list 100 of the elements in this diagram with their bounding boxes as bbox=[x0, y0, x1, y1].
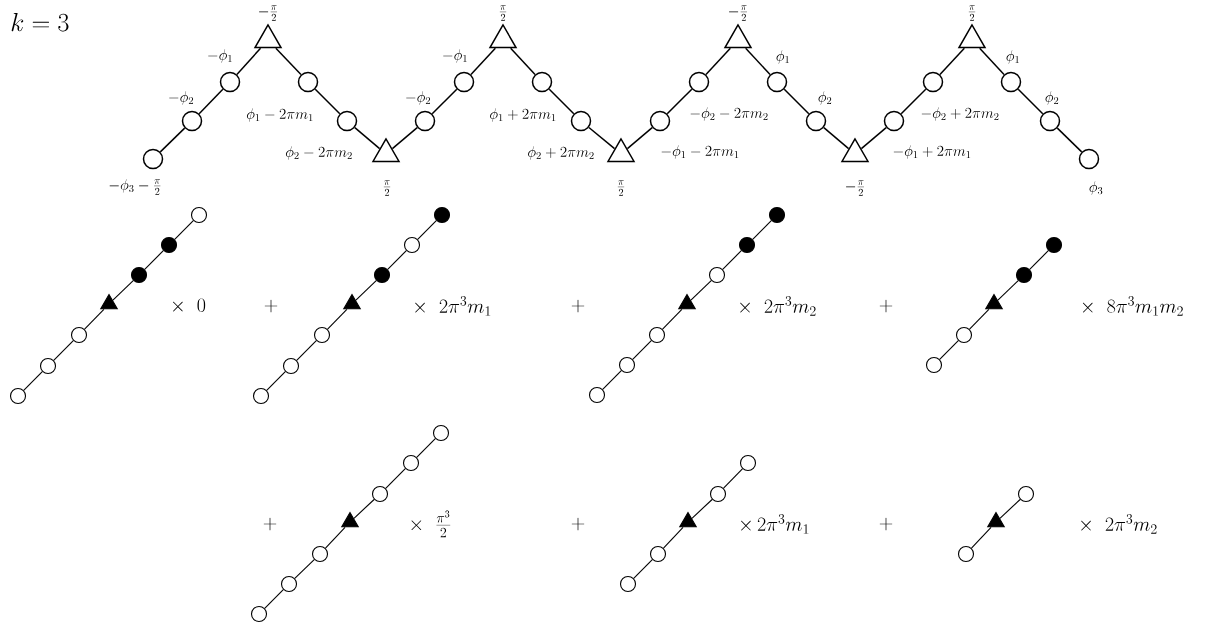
node-label: $-\phi_1+2\pi m_1$ bbox=[893, 145, 971, 159]
factor-label: $\times\;\; \frac{\pi^3}{2}$ bbox=[411, 510, 451, 538]
circle-marker bbox=[1000, 71, 1022, 93]
node-label: $\frac{\pi}{2}$ bbox=[968, 5, 976, 21]
connecting-line bbox=[662, 308, 683, 330]
node-label: $-\phi_1$ bbox=[208, 49, 232, 63]
circle-marker bbox=[282, 357, 300, 375]
connecting-line bbox=[752, 220, 772, 240]
connecting-line bbox=[1029, 250, 1049, 270]
node-label: $\frac{\pi}{2}$ bbox=[617, 180, 625, 196]
node-label: $\frac{\pi}{2}$ bbox=[499, 5, 507, 21]
connecting-line bbox=[823, 126, 850, 150]
plus-sign: $+$ bbox=[264, 299, 278, 313]
connecting-line bbox=[84, 308, 105, 330]
connecting-line bbox=[690, 280, 712, 301]
connecting-line bbox=[705, 47, 732, 76]
circle-marker bbox=[925, 356, 943, 374]
circle-marker bbox=[39, 357, 57, 375]
circle-marker bbox=[955, 326, 973, 344]
plus-sign: $+$ bbox=[879, 299, 893, 313]
circle-marker bbox=[250, 605, 268, 623]
circle-marker bbox=[252, 387, 270, 405]
circle-marker bbox=[766, 71, 788, 93]
circle-marker bbox=[181, 110, 203, 132]
circle-marker bbox=[297, 71, 319, 93]
circle-marker bbox=[313, 326, 331, 344]
circle-marker bbox=[142, 148, 164, 170]
connecting-line bbox=[387, 250, 407, 270]
connecting-line bbox=[722, 250, 742, 270]
connecting-line bbox=[1056, 127, 1083, 153]
connecting-line bbox=[691, 498, 713, 519]
connecting-line bbox=[632, 340, 652, 360]
connecting-line bbox=[159, 127, 186, 153]
plus-sign: $+$ bbox=[263, 517, 277, 531]
circle-marker bbox=[336, 110, 358, 132]
connecting-line bbox=[355, 280, 377, 301]
filled-dot bbox=[1015, 266, 1033, 284]
connecting-line bbox=[744, 47, 771, 76]
circle-marker bbox=[708, 266, 726, 284]
filled-dot bbox=[373, 266, 391, 284]
factor-label: $\times\, 2\pi^3 m_1$ bbox=[741, 514, 809, 534]
filled-dot bbox=[768, 206, 786, 224]
connecting-line bbox=[431, 88, 458, 115]
plus-sign: $+$ bbox=[879, 517, 893, 531]
connecting-line bbox=[112, 280, 134, 301]
connecting-line bbox=[969, 308, 990, 330]
circle-marker bbox=[531, 71, 553, 93]
node-label: $-\frac{\pi}{2}$ bbox=[259, 5, 278, 21]
node-label: $\phi_1$ bbox=[1006, 50, 1019, 64]
filled-dot bbox=[433, 206, 451, 224]
connecting-line bbox=[633, 559, 653, 579]
circle-marker bbox=[371, 485, 389, 503]
connecting-line bbox=[416, 438, 436, 458]
node-label: $-\phi_1-2\pi m_1$ bbox=[661, 145, 739, 159]
connecting-line bbox=[978, 47, 1005, 76]
connecting-line bbox=[666, 88, 693, 115]
circle-marker bbox=[688, 71, 710, 93]
circle-marker bbox=[649, 545, 667, 563]
connecting-line bbox=[417, 220, 437, 240]
circle-marker bbox=[649, 110, 671, 132]
node-label: $-\frac{\pi}{2}$ bbox=[846, 180, 864, 196]
factor-label: $\times\;\; 2\pi^3 m_1$ bbox=[415, 296, 491, 316]
connecting-line bbox=[23, 371, 43, 391]
connecting-line bbox=[509, 47, 536, 76]
node-label: $\phi_1-2\pi m_1$ bbox=[246, 108, 313, 122]
connecting-line bbox=[144, 250, 164, 270]
node-label: $-\phi_2+2\pi m_2$ bbox=[921, 107, 999, 121]
circle-marker bbox=[414, 110, 436, 132]
connecting-line bbox=[939, 340, 959, 360]
circle-marker bbox=[619, 575, 637, 593]
circle-marker bbox=[9, 387, 27, 405]
heading: $k=3$ bbox=[11, 13, 69, 32]
connecting-line bbox=[626, 126, 653, 150]
connecting-line bbox=[324, 526, 346, 549]
connecting-line bbox=[997, 280, 1019, 301]
node-label: $-\phi_2$ bbox=[406, 91, 430, 105]
factor-label: $\times\;\; 2\pi^3 m_2$ bbox=[1081, 514, 1157, 534]
node-label: $\phi_1+2\pi m_1$ bbox=[490, 108, 556, 122]
connecting-line bbox=[314, 88, 341, 115]
connecting-line bbox=[470, 47, 497, 76]
connecting-line bbox=[860, 126, 887, 150]
connecting-line bbox=[354, 126, 381, 150]
connecting-line bbox=[662, 526, 684, 549]
circle-marker bbox=[618, 356, 636, 374]
circle-marker bbox=[280, 575, 298, 593]
connecting-line bbox=[53, 340, 74, 361]
connecting-line bbox=[1017, 88, 1044, 115]
connecting-line bbox=[236, 47, 262, 76]
circle-marker bbox=[570, 110, 592, 132]
connecting-line bbox=[970, 526, 992, 549]
circle-marker bbox=[1039, 110, 1061, 132]
node-label: $-\phi_1$ bbox=[443, 49, 467, 63]
node-label: $-\frac{\pi}{2}$ bbox=[729, 5, 747, 21]
filled-dot bbox=[130, 266, 148, 284]
connecting-line bbox=[723, 468, 743, 489]
circle-marker bbox=[432, 424, 450, 442]
connecting-line bbox=[548, 88, 575, 115]
connecting-line bbox=[602, 370, 622, 390]
connecting-line bbox=[264, 589, 284, 609]
connecting-line bbox=[939, 47, 966, 76]
